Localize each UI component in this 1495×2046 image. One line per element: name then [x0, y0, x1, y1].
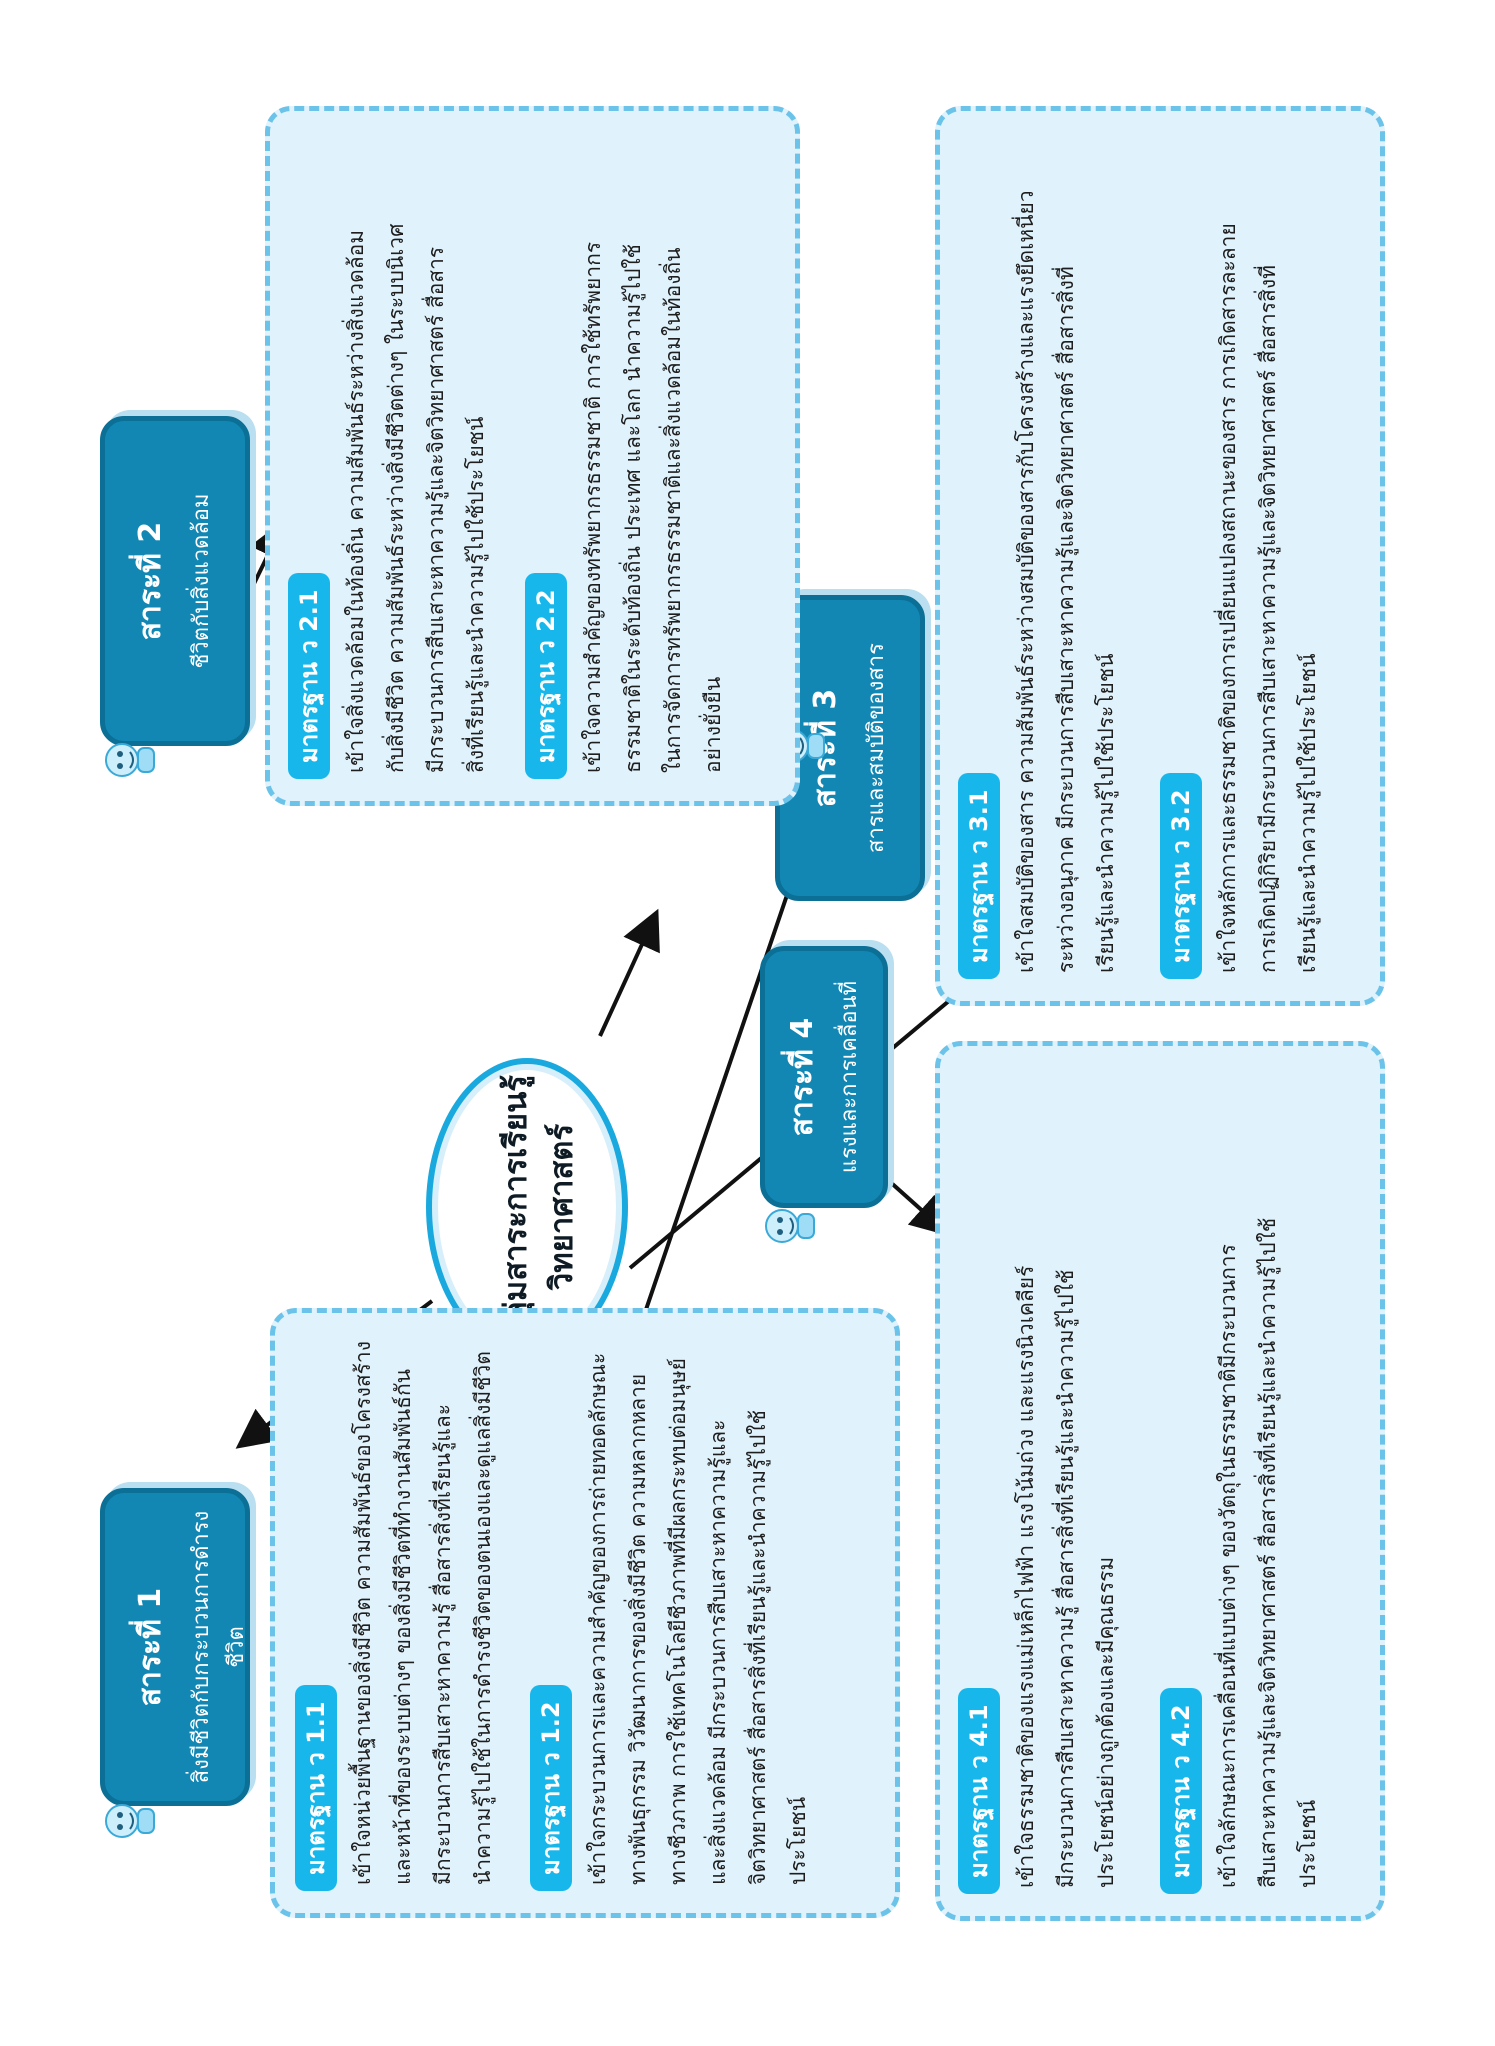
- description-line: เรียนรู้และนำความรู้ไปใช้ประโยชน์: [1296, 653, 1320, 973]
- standard-description: เข้าใจหลักการและธรรมชาติของการเปลี่ยนแปล…: [1208, 129, 1328, 973]
- description-line: มีกระบวนการสืบเสาะหาความรู้ สื่อสารสิ่งท…: [431, 1404, 455, 1885]
- description-line: กับสิ่งมีชีวิต ความสัมพันธ์ระหว่างสิ่งมี…: [384, 223, 408, 773]
- standard-4-2: มาตรฐาน ว 4.2 เข้าใจลักษณะการเคลื่อนที่แ…: [1160, 1064, 1328, 1894]
- standard-1-1: มาตรฐาน ว 1.1 เข้าใจหน่วยพื้นฐานของสิ่งม…: [295, 1331, 503, 1891]
- strand-2-standards-panel: มาตรฐาน ว 2.1 เข้าใจสิ่งแวดล้อมในท้องถิ่…: [265, 106, 800, 806]
- strand-4-subtitle: แรงและการเคลื่อนที่: [837, 980, 862, 1174]
- description-line: ประโยชน์: [786, 1796, 810, 1885]
- standard-description: เข้าใจความสำคัญของทรัพยากรธรรมชาติ การใช…: [573, 129, 733, 773]
- standard-1-2: มาตรฐาน ว 1.2 เข้าใจกระบวนการและความสำคั…: [530, 1331, 818, 1891]
- description-line: สิ่งที่เรียนรู้และนำความรู้ไปใช้ประโยชน์: [464, 416, 488, 773]
- standard-badge: มาตรฐาน ว 4.1: [958, 1688, 1000, 1894]
- strand-1-box: สาระที่ 1 สิ่งมีชีวิตกับกระบวนการดำรงชีว…: [100, 1488, 250, 1806]
- standard-3-2: มาตรฐาน ว 3.2 เข้าใจหลักการและธรรมชาติขอ…: [1160, 129, 1328, 979]
- description-line: เข้าใจสมบัติของสาร ความสัมพันธ์ระหว่างสม…: [1014, 190, 1038, 973]
- description-line: ในการจัดการทรัพยากรธรรมชาติและสิ่งแวดล้อ…: [661, 247, 685, 773]
- standard-description: เข้าใจสมบัติของสาร ความสัมพันธ์ระหว่างสม…: [1006, 129, 1126, 973]
- standard-4-1: มาตรฐาน ว 4.1 เข้าใจธรรมชาติของแรงแม่เหล…: [958, 1064, 1126, 1894]
- strand-3-subtitle: สารและสมบัติของสาร: [864, 643, 889, 853]
- description-line: ทางพันธุกรรม วิวัฒนาการของสิ่งมีชีวิต คว…: [626, 1373, 650, 1885]
- cartoon-character-icon: [765, 1209, 815, 1243]
- strand-4-box: สาระที่ 4 แรงและการเคลื่อนที่: [760, 946, 888, 1208]
- description-line: จิตวิทยาศาสตร์ สื่อสารสิ่งที่เรียนรู้และ…: [746, 1410, 770, 1885]
- description-line: เข้าใจสิ่งแวดล้อมในท้องถิ่น ความสัมพันธ์…: [344, 229, 368, 773]
- description-line: เข้าใจลักษณะการเคลื่อนที่แบบต่างๆ ของวัต…: [1216, 1244, 1240, 1888]
- strand-4-standards-panel: มาตรฐาน ว 4.1 เข้าใจธรรมชาติของแรงแม่เหล…: [935, 1041, 1385, 1921]
- description-line: ประโยชน์: [1296, 1799, 1320, 1888]
- description-line: ประโยชน์อย่างถูกต้องและมีคุณธรรม: [1094, 1556, 1118, 1888]
- standard-description: เข้าใจลักษณะการเคลื่อนที่แบบต่างๆ ของวัต…: [1208, 1064, 1328, 1888]
- description-line: นำความรู้ไปใช้ในการดำรงชีวิตของตนเองและด…: [471, 1351, 495, 1885]
- standard-badge: มาตรฐาน ว 2.2: [525, 573, 567, 779]
- description-line: การเกิดปฏิกิริยามีกระบวนการสืบเสาะหาความ…: [1256, 265, 1280, 973]
- standard-description: เข้าใจหน่วยพื้นฐานของสิ่งมีชีวิต ความสัม…: [343, 1331, 503, 1885]
- standard-badge: มาตรฐาน ว 1.2: [530, 1685, 572, 1891]
- description-line: เข้าใจธรรมชาติของแรงแม่เหล็กไฟฟ้า แรงโน้…: [1014, 1265, 1038, 1888]
- description-line: เข้าใจหลักการและธรรมชาติของการเปลี่ยนแปล…: [1216, 223, 1240, 973]
- description-line: และสิ่งแวดล้อม มีกระบวนการสืบเสาะหาความร…: [706, 1419, 730, 1885]
- strand-2-subtitle: ชีวิตกับสิ่งแวดล้อม: [189, 493, 214, 669]
- description-line: เข้าใจกระบวนการและความสำคัญของการถ่ายทอด…: [586, 1352, 610, 1885]
- description-line: ทางชีวภาพ การใช้เทคโนโลยีชีวภาพที่มีผลกร…: [666, 1358, 690, 1885]
- cartoon-character-icon: [105, 743, 155, 777]
- description-line: ธรรมชาติในระดับท้องถิ่น ประเทศ และโลก นำ…: [621, 244, 645, 773]
- standard-badge: มาตรฐาน ว 4.2: [1160, 1688, 1202, 1894]
- standard-badge: มาตรฐาน ว 3.1: [958, 773, 1000, 979]
- description-line: สืบเสาะหาความรู้และจิตวิทยาศาสตร์ สื่อสา…: [1256, 1217, 1280, 1888]
- standard-description: เข้าใจธรรมชาติของแรงแม่เหล็กไฟฟ้า แรงโน้…: [1006, 1064, 1126, 1888]
- arrow-hub-to-strand-4: [598, 908, 660, 1037]
- standard-badge: มาตรฐาน ว 3.2: [1160, 773, 1202, 979]
- description-line: เข้าใจความสำคัญของทรัพยากรธรรมชาติ การใช…: [581, 241, 605, 773]
- description-line: และหน้าที่ของระบบต่างๆ ของสิ่งมีชีวิตที่…: [391, 1368, 415, 1885]
- standard-2-1: มาตรฐาน ว 2.1 เข้าใจสิ่งแวดล้อมในท้องถิ่…: [288, 129, 496, 779]
- strand-4-label: สาระที่ 4: [785, 1017, 820, 1137]
- strand-1-label: สาระที่ 1: [133, 1587, 168, 1707]
- standard-2-2: มาตรฐาน ว 2.2 เข้าใจความสำคัญของทรัพยากร…: [525, 129, 733, 779]
- description-line: เรียนรู้และนำความรู้ไปใช้ประโยชน์: [1094, 653, 1118, 973]
- standard-description: เข้าใจกระบวนการและความสำคัญของการถ่ายทอด…: [578, 1331, 818, 1885]
- strand-3-standards-panel: มาตรฐาน ว 3.1 เข้าใจสมบัติของสาร ความสัม…: [935, 106, 1385, 1006]
- description-line: ระหว่างอนุภาค มีกระบวนการสืบเสาะหาความรู…: [1054, 266, 1078, 973]
- standard-description: เข้าใจสิ่งแวดล้อมในท้องถิ่น ความสัมพันธ์…: [336, 129, 496, 773]
- standard-badge: มาตรฐาน ว 1.1: [295, 1685, 337, 1891]
- standard-badge: มาตรฐาน ว 2.1: [288, 573, 330, 779]
- description-line: อย่างยั่งยืน: [701, 676, 725, 773]
- strand-1-subtitle: สิ่งมีชีวิตกับกระบวนการดำรงชีวิต: [189, 1510, 249, 1784]
- cartoon-character-icon: [105, 1804, 155, 1838]
- description-line: มีกระบวนการสืบเสาะหาความรู้ สื่อสารสิ่งท…: [1054, 1269, 1078, 1888]
- standard-3-1: มาตรฐาน ว 3.1 เข้าใจสมบัติของสาร ความสัม…: [958, 129, 1126, 979]
- strand-2-label: สาระที่ 2: [133, 521, 168, 641]
- description-line: มีกระบวนการสืบเสาะหาความรู้และจิตวิทยาศา…: [424, 246, 448, 773]
- strand-1-standards-panel: มาตรฐาน ว 1.1 เข้าใจหน่วยพื้นฐานของสิ่งม…: [270, 1308, 900, 1918]
- strand-2-box: สาระที่ 2 ชีวิตกับสิ่งแวดล้อม: [100, 416, 250, 746]
- description-line: เข้าใจหน่วยพื้นฐานของสิ่งมีชีวิต ความสัม…: [351, 1341, 375, 1885]
